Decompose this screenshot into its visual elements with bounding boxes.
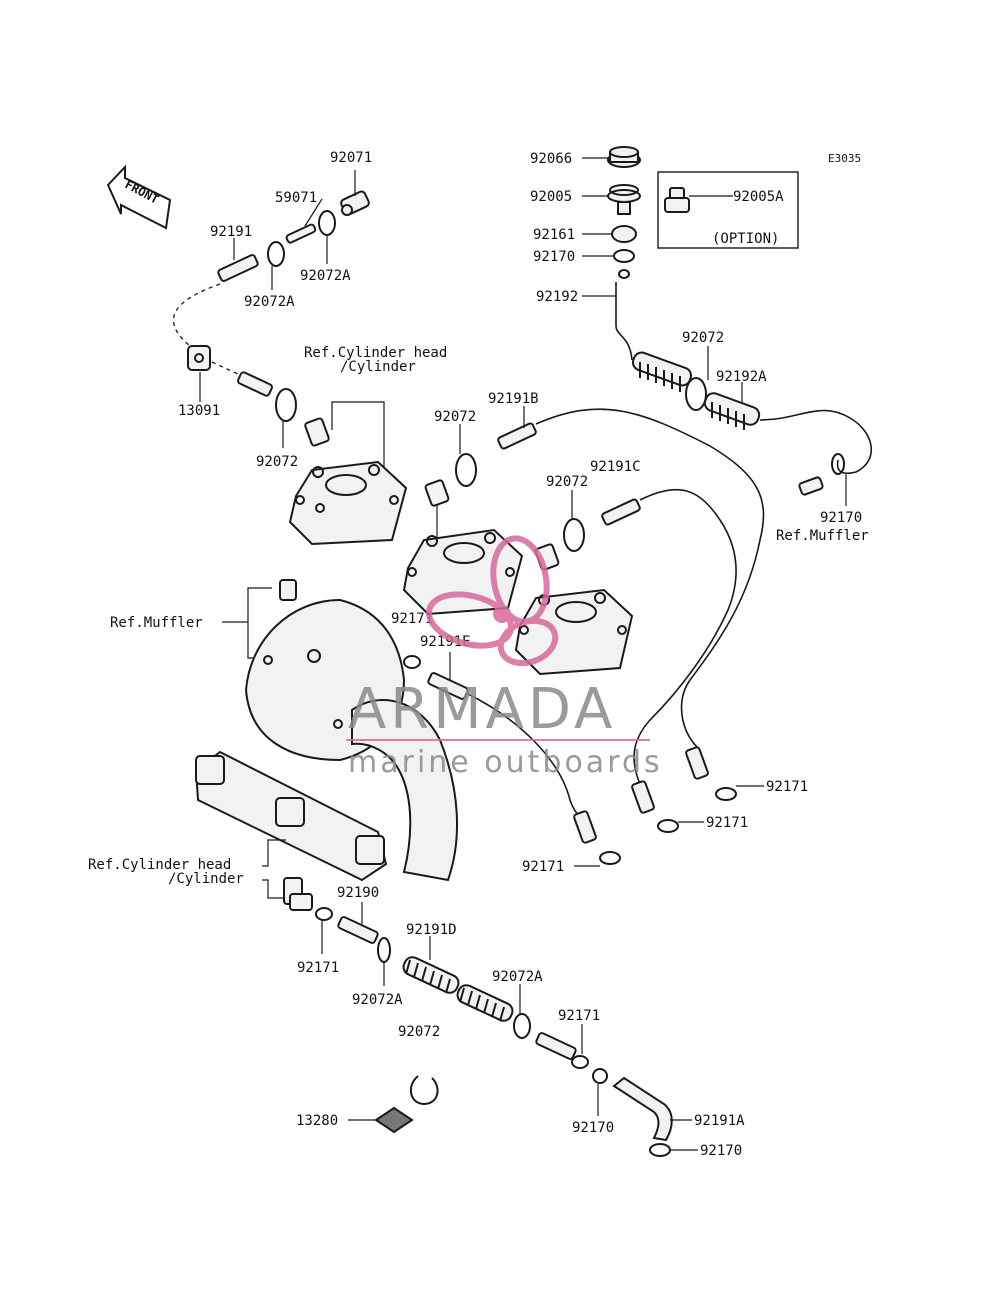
label-92192: 92192: [536, 289, 578, 305]
clamp-92072a-top-icon: [318, 210, 336, 236]
label-92191a: 92191A: [694, 1113, 745, 1129]
clamp-loose-icon: [409, 1075, 439, 1106]
clamp-92072a-b-icon: [377, 937, 391, 963]
clamp-92171-b-icon: [315, 907, 333, 921]
label-92170-b: 92170: [572, 1120, 614, 1136]
pipe-59071-icon: [285, 223, 317, 244]
elbow-fitting-bottom-icon: [283, 877, 313, 911]
clamp-92170-right-icon: [831, 453, 845, 475]
clamp-92171-center-icon: [403, 655, 421, 669]
cylinder-head-2-icon: [402, 528, 524, 616]
label-92072a-left: 92072A: [244, 294, 295, 310]
cylinder-head-1-icon: [288, 460, 408, 546]
hose-92191b-icon: [497, 422, 537, 450]
label-plate-13280-icon: [374, 1106, 414, 1134]
hose-end-r1-icon: [685, 746, 737, 801]
label-92072a-b: 92072A: [352, 992, 403, 1008]
label-92191e: 92191E: [420, 634, 471, 650]
label-92170-b2: 92170: [700, 1143, 742, 1159]
ref-cylinder-top: Ref.Cylinder head: [304, 345, 447, 361]
bellows-92192a-icon: [703, 392, 761, 430]
label-92072-left: 92072: [256, 454, 298, 470]
label-13280: 13280: [296, 1113, 338, 1129]
hose-end-r3-icon: [573, 810, 621, 865]
ref-muffler-left: Ref.Muffler: [110, 615, 203, 631]
label-92161: 92161: [533, 227, 575, 243]
clamp-92170-b-icon: [592, 1068, 608, 1084]
muffler-icon: [244, 579, 458, 882]
cap-92066-icon: [607, 146, 641, 168]
label-92066: 92066: [530, 151, 572, 167]
label-92170-right: 92170: [820, 510, 862, 526]
label-92191c: 92191C: [590, 459, 641, 475]
label-13091: 13091: [178, 403, 220, 419]
label-92072-mid: 92072: [434, 409, 476, 425]
elbow-fitting-92071-icon: [340, 190, 370, 216]
clamp-92171-b2-icon: [571, 1055, 589, 1069]
label-92191b: 92191B: [488, 391, 539, 407]
bellows-92191d-icon: [402, 956, 514, 1022]
label-92171-r3: 92171: [522, 859, 564, 875]
label-92072-b: 92072: [398, 1024, 440, 1040]
watermark-subtitle: marine outboards: [348, 745, 663, 780]
clamp-92072-left-icon: [275, 388, 297, 422]
hose-short-icon: [237, 371, 273, 397]
hose-92191e-icon: [427, 672, 469, 700]
seal-92005-icon: [607, 184, 641, 215]
clamp-92072-right-icon: [685, 377, 707, 411]
hose-92191c-icon: [601, 498, 641, 526]
hose-short-b-icon: [535, 1032, 577, 1060]
clamp-92072a-left-icon: [267, 241, 285, 267]
label-92005a: 92005A: [733, 189, 784, 205]
clamp-92170-top-icon: [613, 249, 635, 279]
label-92171-b2: 92171: [558, 1008, 600, 1024]
clamp-92170-b2-icon: [649, 1143, 671, 1157]
option-box: 92005A (OPTION): [657, 171, 799, 249]
hose-92191-icon: [217, 254, 259, 282]
clamp-92072a-b2-icon: [513, 1013, 531, 1039]
label-92072-c: 92072: [546, 474, 588, 490]
label-92170-top: 92170: [533, 249, 575, 265]
grommet-92161-icon: [611, 225, 637, 243]
joint-13091-icon: [187, 345, 211, 371]
ref-cylinder-bottom: Ref.Cylinder head: [88, 857, 231, 873]
label-92191d: 92191D: [406, 922, 457, 938]
label-92191: 92191: [210, 224, 252, 240]
propeller-logo-icon: [425, 535, 559, 667]
label-92190: 92190: [337, 885, 379, 901]
ref-muffler-right: Ref.Muffler: [776, 528, 869, 544]
clamp-92072-mid-icon: [455, 453, 477, 487]
label-92071: 92071: [330, 150, 372, 166]
label-92171-center: 92171: [391, 611, 433, 627]
elbow-fitting-mid-icon: [424, 479, 450, 507]
label-92005: 92005: [530, 189, 572, 205]
elbow-fitting-icon: [304, 417, 330, 447]
diagram-code: E3035: [828, 152, 861, 165]
watermark-title: ARMADA: [348, 677, 616, 742]
front-arrow-icon: FRONT: [106, 164, 172, 230]
option-label: (OPTION): [712, 231, 779, 247]
label-92171-b: 92171: [297, 960, 339, 976]
label-92192a: 92192A: [716, 369, 767, 385]
label-92072a-b2: 92072A: [492, 969, 543, 985]
exhaust-manifold-icon: [194, 750, 388, 882]
label-92171-r2: 92171: [706, 815, 748, 831]
hose-92190-icon: [337, 916, 379, 944]
ref-cylinder-bottom-2: /Cylinder: [168, 871, 244, 887]
label-92072-right: 92072: [682, 330, 724, 346]
bellows-92192-icon: [631, 351, 693, 392]
hose-92191a-icon: [612, 1076, 673, 1142]
label-92171-r1: 92171: [766, 779, 808, 795]
label-59071: 59071: [275, 190, 317, 206]
fitting-92005a-icon: [664, 187, 690, 213]
watermark: ARMADA marine outboards: [346, 535, 663, 780]
fitting-right-icon: [798, 476, 824, 496]
hose-end-r2-icon: [631, 780, 679, 833]
ref-cylinder-top-2: /Cylinder: [340, 359, 416, 375]
clamp-92072-c-icon: [563, 518, 585, 552]
label-92072a-top: 92072A: [300, 268, 351, 284]
